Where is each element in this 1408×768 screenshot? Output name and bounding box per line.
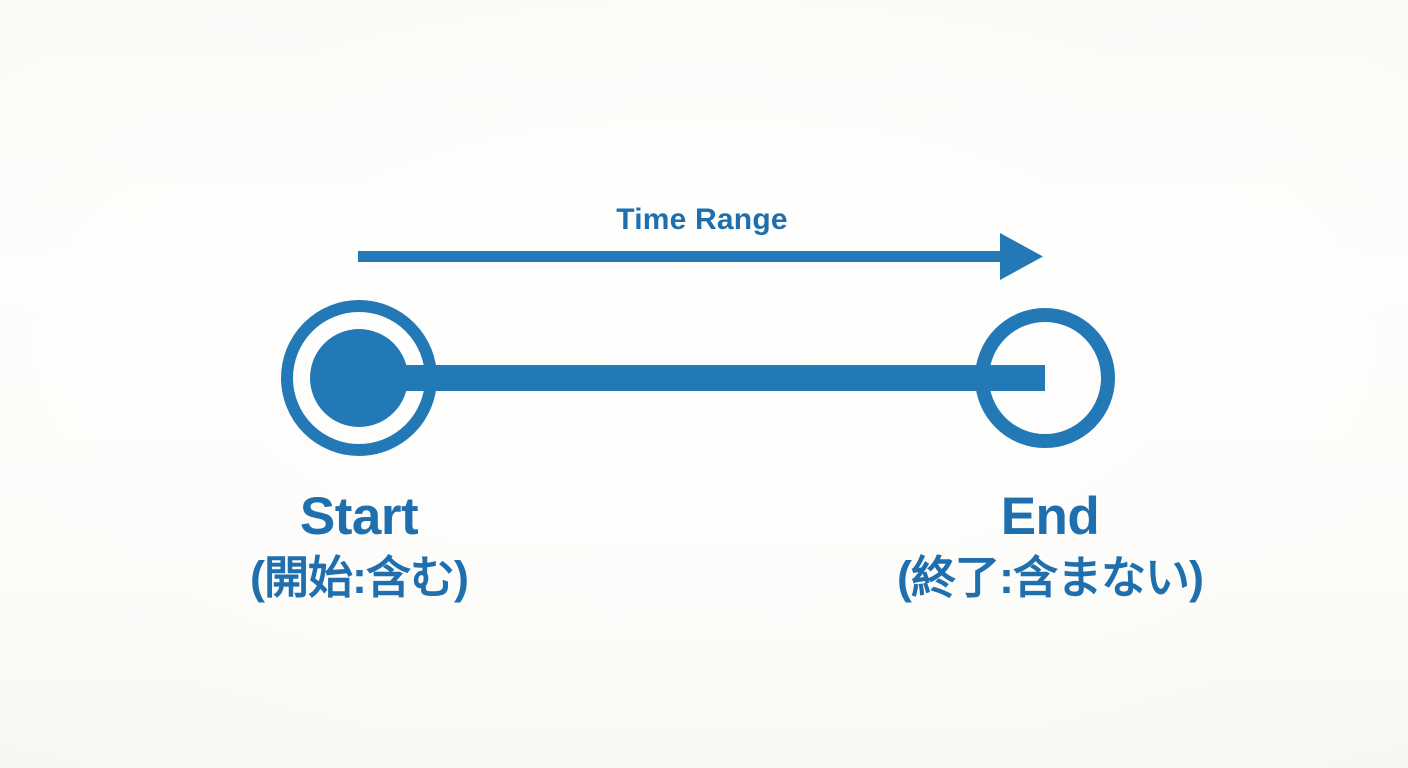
start-outer-ring xyxy=(281,300,437,456)
end-label-subtitle: (終了:含まない) xyxy=(897,552,1204,603)
end-outer-ring xyxy=(975,308,1115,448)
time-direction-arrow xyxy=(358,233,1043,280)
time-range-caption: Time Range xyxy=(616,203,788,236)
start-label-group: Start (開始:含む) xyxy=(159,490,559,600)
start-marker[interactable] xyxy=(281,300,437,456)
start-label-subtitle: (開始:含む) xyxy=(250,552,469,603)
end-label-group: End (終了:含まない) xyxy=(850,490,1250,600)
range-connector-bar xyxy=(359,365,1045,391)
end-marker[interactable] xyxy=(975,308,1115,448)
start-inner-dot xyxy=(310,329,408,427)
arrow-shaft xyxy=(358,251,1004,262)
end-label-title: End xyxy=(1000,487,1100,546)
start-label-title: Start xyxy=(299,487,419,546)
arrow-head xyxy=(1000,233,1043,280)
